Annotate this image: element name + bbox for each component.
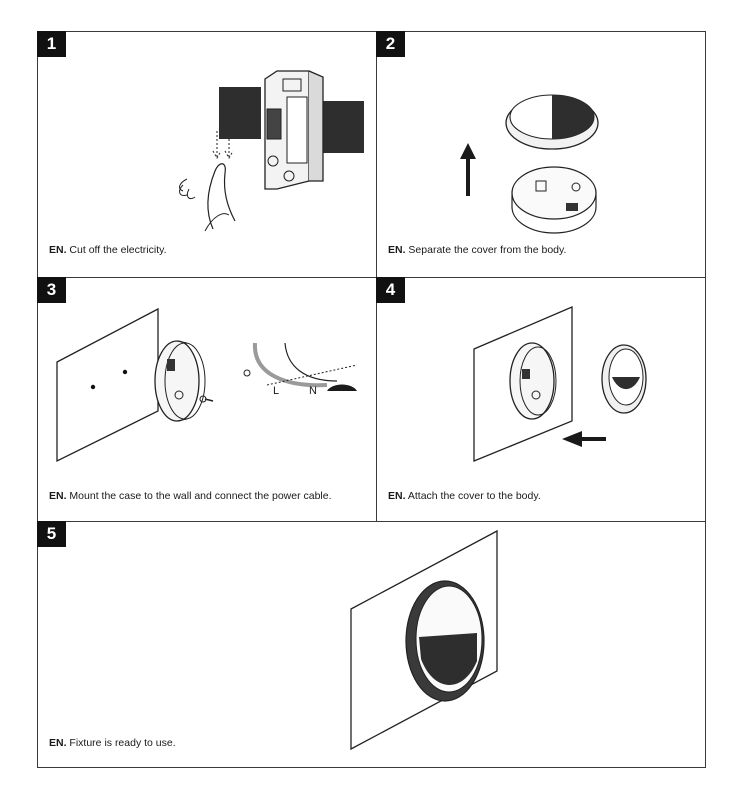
step-number-badge: 5 xyxy=(37,521,66,547)
finished-fixture-illustration xyxy=(350,529,498,751)
separate-cover-illustration xyxy=(460,94,599,234)
step-number-badge: 4 xyxy=(376,277,405,303)
step-4-panel: 4 EN. Attach the cover to the body. xyxy=(376,277,706,521)
step-5-caption: EN. Fixture is ready to use. xyxy=(49,737,176,749)
instruction-sheet xyxy=(37,31,706,768)
divider-row-1 xyxy=(37,277,706,278)
step-2-caption: EN. Separate the cover from the body. xyxy=(388,244,567,256)
mount-case-illustration xyxy=(56,307,358,463)
divider-row-2 xyxy=(37,521,706,522)
circuit-breaker-illustration xyxy=(179,70,364,232)
divider-column xyxy=(376,31,377,521)
attach-cover-illustration xyxy=(473,306,647,462)
step-4-caption: EN. Attach the cover to the body. xyxy=(388,490,541,502)
step-3-panel: 3 L N EN. Mount the case to the wall and… xyxy=(37,277,376,521)
step-number-badge: 2 xyxy=(376,31,405,57)
step-2-panel: 2 EN. Separate the cover from the body. xyxy=(376,31,706,277)
step-number-badge: 1 xyxy=(37,31,66,57)
wire-label-n: N xyxy=(309,385,317,397)
step-3-caption: EN. Mount the case to the wall and conne… xyxy=(49,490,332,502)
step-number-badge: 3 xyxy=(37,277,66,303)
step-1-caption: EN. Cut off the electricity. xyxy=(49,244,167,256)
step-5-panel: 5 EN. Fixture is ready to use. xyxy=(37,521,706,768)
step-1-panel: 1 EN. Cut off the electricity. xyxy=(37,31,376,277)
wire-label-l: L xyxy=(273,385,280,397)
